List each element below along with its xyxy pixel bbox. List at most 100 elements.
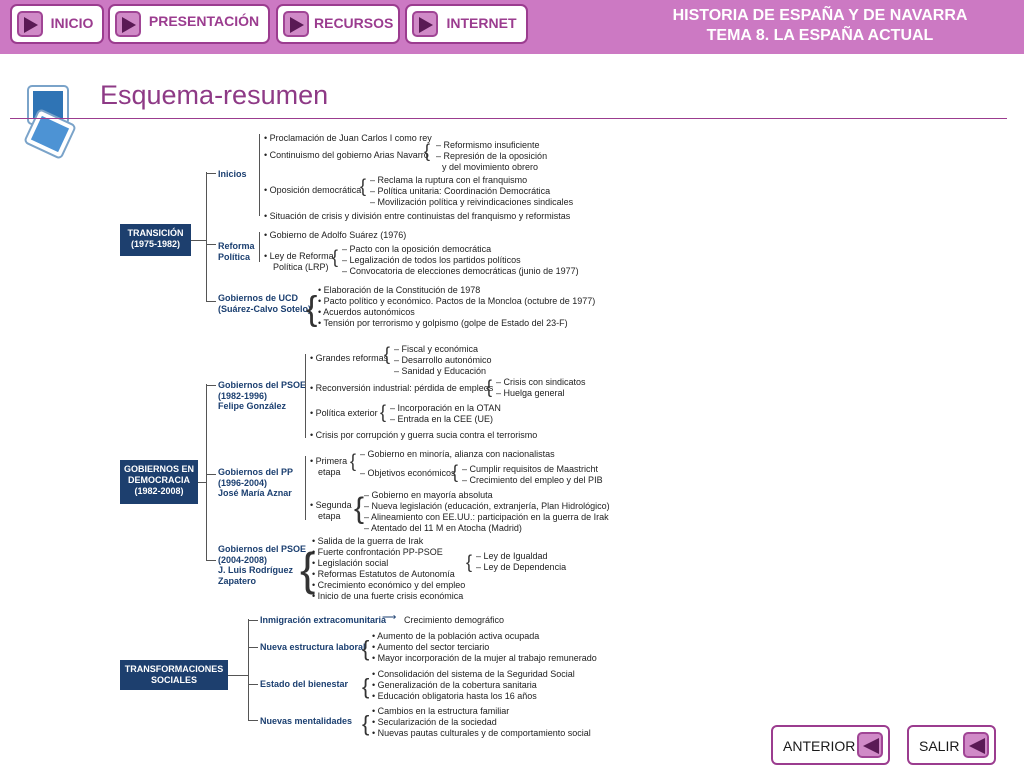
anterior-label: ANTERIOR xyxy=(783,738,856,754)
list-item: – Sanidad y Educación xyxy=(394,366,487,376)
list-item: – Pacto con la oposición democrática xyxy=(342,244,492,254)
brace: { xyxy=(452,462,459,482)
brace: { xyxy=(350,451,357,471)
list-item: – Crisis con sindicatos xyxy=(496,377,586,387)
mentalidades-label: Nuevas mentalidades xyxy=(260,716,353,726)
connector-line xyxy=(206,384,207,561)
list-item: • Salida de la guerra de Irak xyxy=(312,536,424,546)
play-arrow-icon xyxy=(17,11,43,37)
democracia-box-line: GOBIERNOS EN xyxy=(123,464,194,474)
brace: { xyxy=(362,711,370,736)
back-arrow-icon xyxy=(963,732,989,758)
connector-line xyxy=(305,456,306,520)
list-item: – Entrada en la CEE (UE) xyxy=(390,414,494,424)
list-item: • Continuismo del gobierno Arias Navarro xyxy=(264,150,429,160)
psoe2-label-line: Zapatero xyxy=(218,575,257,586)
brace: { xyxy=(306,290,318,328)
arrow-right-icon: ⟶ xyxy=(382,612,397,623)
list-item: • Proclamación de Juan Carlos I como rey xyxy=(264,133,432,143)
reforma-label-line: Política xyxy=(218,251,251,262)
pp-segunda-line: • Segunda xyxy=(310,500,352,510)
brace: { xyxy=(486,377,493,397)
internet-button[interactable]: INTERNET xyxy=(405,4,528,44)
list-item: • Educación obligatoria hasta los 16 año… xyxy=(372,691,537,701)
list-item: • Política exterior xyxy=(310,408,378,418)
list-item: • Situación de crisis y división entre c… xyxy=(264,211,571,221)
list-item: – Fiscal y económica xyxy=(394,344,479,354)
psoe1-label-line: Gobiernos del PSOE xyxy=(218,380,307,390)
page-title: Esquema-resumen xyxy=(100,80,329,110)
democracia-box-line: (1982-2008) xyxy=(134,486,184,496)
play-arrow-icon xyxy=(283,11,309,37)
psoe1-label-line: Felipe González xyxy=(218,401,287,412)
connector-line xyxy=(206,172,207,302)
democracia-box-line: DEMOCRACIA xyxy=(128,475,190,485)
list-item: – Desarrollo autonómico xyxy=(394,355,492,365)
slides-icon xyxy=(22,84,78,165)
internet-label: INTERNET xyxy=(446,15,517,31)
salir-button[interactable]: SALIR xyxy=(907,725,996,765)
connector-line xyxy=(206,385,216,386)
transicion-box-line: (1975-1982) xyxy=(130,239,181,249)
brace: { xyxy=(360,176,367,196)
bienestar-label: Estado del bienestar xyxy=(260,679,349,689)
list-item: • Consolidación del sistema de la Seguri… xyxy=(372,669,575,679)
list-item: • Pacto político y económico. Pactos de … xyxy=(318,296,596,306)
list-item: • Cambios en la estructura familiar xyxy=(372,706,510,716)
inicios-label: Inicios xyxy=(218,169,247,179)
inmigracion-result: Crecimiento demográfico xyxy=(404,615,505,625)
list-item: • Secularización de la sociedad xyxy=(372,717,497,727)
list-item: • Crecimiento económico y del empleo xyxy=(312,580,466,590)
list-item: – Cumplir requisitos de Maastricht xyxy=(462,464,599,474)
inicio-button[interactable]: INICIO xyxy=(10,4,104,44)
connector-line xyxy=(198,482,206,483)
laboral-label: Nueva estructura laboral xyxy=(260,642,366,652)
connector-line xyxy=(259,134,260,216)
connector-line xyxy=(248,620,258,621)
brace: { xyxy=(362,636,370,661)
recursos-button[interactable]: RECURSOS xyxy=(276,4,400,44)
list-item: • Aumento de la población activa ocupada xyxy=(372,631,540,641)
pp-primera-line: etapa xyxy=(318,466,341,477)
list-item: • Grandes reformas xyxy=(310,353,389,363)
brace: { xyxy=(332,247,339,267)
presentacion-button[interactable]: PRESENTACIÓN xyxy=(108,4,270,44)
brace: { xyxy=(384,344,391,364)
connector-line xyxy=(259,232,260,262)
transicion-box-line: TRANSICIÓN xyxy=(127,228,184,238)
list-item: – Incorporación en la OTAN xyxy=(390,403,501,413)
reforma-label-line: Reforma xyxy=(218,241,255,251)
connector-line xyxy=(191,240,206,241)
brace: { xyxy=(362,674,370,699)
pp-label: Gobiernos del PP (1996-2004) José María … xyxy=(218,467,293,499)
list-item: • Gobierno de Adolfo Suárez (1976) xyxy=(264,230,407,240)
connector-line xyxy=(206,301,216,302)
transformaciones-box-line: TRANSFORMACIONES xyxy=(124,664,224,674)
list-item: – Atentado del 11 M en Atocha (Madrid) xyxy=(364,523,522,533)
connector-line xyxy=(206,173,216,174)
list-item: – Reclama la ruptura con el franquismo xyxy=(370,175,528,185)
inicio-label: INICIO xyxy=(50,15,94,31)
list-item: – Objetivos económicos xyxy=(360,468,456,478)
list-item: • Aumento del sector terciario xyxy=(372,642,490,652)
psoe2-label: Gobiernos del PSOE (2004-2008) J. Luis R… xyxy=(218,544,306,586)
brace: { xyxy=(300,543,316,595)
connector-line xyxy=(206,560,216,561)
connector-line xyxy=(248,619,249,721)
list-item: – Gobierno en minoría, alianza con nacio… xyxy=(360,449,555,459)
brace: { xyxy=(380,402,387,422)
list-item: • Nuevas pautas culturales y de comporta… xyxy=(372,728,591,738)
pp-label-line: (1996-2004) xyxy=(218,477,268,488)
list-item: – Crecimiento del empleo y del PIB xyxy=(462,475,603,485)
psoe1-label: Gobiernos del PSOE (1982-1996) Felipe Go… xyxy=(218,380,306,412)
transformaciones-box-line: SOCIALES xyxy=(150,675,197,685)
ucd-label: Gobiernos de UCD (Suárez-Calvo Sotelo) xyxy=(218,293,311,314)
pp-primera-etapa: • Primera etapa xyxy=(310,456,347,477)
connector-line xyxy=(248,647,258,648)
list-item: – Gobierno en mayoría absoluta xyxy=(364,490,493,500)
brace: { xyxy=(354,492,365,525)
anterior-button[interactable]: ANTERIOR xyxy=(771,725,890,765)
list-item: – Reformismo insuficiente xyxy=(436,140,540,150)
list-item: • Generalización de la cobertura sanitar… xyxy=(372,680,537,690)
connector-line xyxy=(305,354,306,438)
